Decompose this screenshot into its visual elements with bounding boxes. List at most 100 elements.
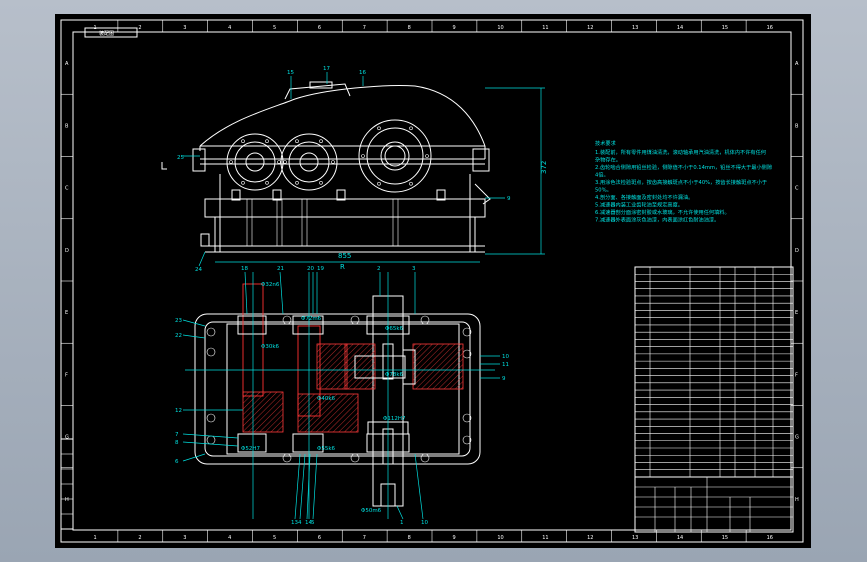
side-strip bbox=[60, 438, 74, 530]
border-number-bottom: 2 bbox=[138, 535, 141, 541]
note-line: 2.齿轮啮合侧隙用铅丝检验，侧隙值不小于0.14mm，铅丝不得大于最小侧隙 bbox=[595, 163, 772, 171]
svg-text:15: 15 bbox=[287, 70, 294, 76]
border-letter-right: B bbox=[795, 123, 799, 129]
front-view: 372 855 R 15 17 16 25 9 24 bbox=[161, 66, 548, 273]
border-number-bottom: 16 bbox=[767, 535, 773, 541]
svg-text:13: 13 bbox=[291, 520, 298, 526]
border-letter-right: D bbox=[795, 248, 799, 254]
border-number-bottom: 4 bbox=[228, 535, 231, 541]
svg-text:14: 14 bbox=[305, 520, 312, 526]
svg-text:10: 10 bbox=[502, 354, 509, 360]
gear-2 bbox=[316, 343, 348, 390]
fit-3: Φ65k6 bbox=[385, 326, 404, 332]
note-line: 6.减速器剖分面涂密封胶或水玻璃，不允许使用任何填料。 bbox=[595, 208, 730, 216]
fit-2: Φ72m6 bbox=[301, 316, 322, 322]
border-number-bottom: 1 bbox=[93, 535, 96, 541]
border-number-bottom: 12 bbox=[587, 535, 593, 541]
border-number-bottom: 3 bbox=[183, 535, 186, 541]
border-letter-left: D bbox=[65, 248, 69, 254]
fit-8: Φ55k6 bbox=[317, 446, 336, 452]
border-letter-right: G bbox=[795, 435, 799, 441]
border-number-bottom: 8 bbox=[408, 535, 411, 541]
border-number-bottom: 6 bbox=[318, 535, 321, 541]
svg-text:4: 4 bbox=[298, 520, 302, 526]
border-number-top: 11 bbox=[542, 25, 548, 31]
svg-text:5: 5 bbox=[311, 520, 315, 526]
border-number-top: 10 bbox=[497, 25, 503, 31]
border-number-top: 14 bbox=[677, 25, 683, 31]
pinion-gear bbox=[242, 391, 284, 433]
border-number-top: 15 bbox=[722, 25, 728, 31]
fit-5: Φ78k6 bbox=[385, 372, 404, 378]
svg-text:20: 20 bbox=[307, 266, 314, 272]
border-letter-left: E bbox=[65, 310, 68, 316]
fit-6: Φ40k6 bbox=[317, 396, 336, 402]
gear-1 bbox=[297, 393, 359, 433]
gear-3 bbox=[412, 343, 464, 390]
svg-text:10: 10 bbox=[421, 520, 428, 526]
top-view: Φ32n6 Φ72m6 Φ65k6 Φ30k6 Φ78k6 Φ40k6 Φ52H… bbox=[175, 266, 509, 526]
svg-text:24: 24 bbox=[195, 267, 202, 273]
border-letter-left: F bbox=[65, 372, 68, 378]
note-line: 5.减速器内装工业齿轮油至规定高度。 bbox=[595, 201, 683, 209]
note-line: 3.用涂色法检验斑点，按齿高接触斑点不小于40%，按齿长接触斑点不小于 bbox=[595, 178, 767, 186]
border-number-bottom: 14 bbox=[677, 535, 683, 541]
border-number-top: 3 bbox=[183, 25, 186, 31]
note-line: 杂物存在。 bbox=[595, 156, 621, 164]
svg-text:12: 12 bbox=[175, 408, 182, 414]
svg-text:9: 9 bbox=[507, 196, 511, 202]
border-number-bottom: 5 bbox=[273, 535, 276, 541]
svg-text:3: 3 bbox=[412, 266, 416, 272]
border-number-bottom: 11 bbox=[542, 535, 548, 541]
border-letter-right: A bbox=[795, 61, 799, 67]
svg-text:1: 1 bbox=[400, 520, 404, 526]
border-zone-ticks bbox=[61, 20, 803, 542]
svg-text:22: 22 bbox=[175, 333, 182, 339]
border-number-top: 12 bbox=[587, 25, 593, 31]
border-letter-left: C bbox=[65, 186, 69, 192]
border-letter-left: H bbox=[65, 497, 69, 503]
border-number-bottom: 7 bbox=[363, 535, 366, 541]
dim-height: 372 bbox=[540, 161, 548, 174]
notes-title: 技术要求 bbox=[595, 139, 617, 147]
dim-radius: R bbox=[340, 263, 345, 271]
border-number-bottom: 13 bbox=[632, 535, 638, 541]
svg-text:25: 25 bbox=[177, 155, 184, 161]
border-letter-left: B bbox=[65, 123, 69, 129]
border-number-top: 8 bbox=[408, 25, 411, 31]
svg-text:19: 19 bbox=[317, 266, 324, 272]
svg-text:11: 11 bbox=[502, 362, 509, 368]
svg-text:2: 2 bbox=[377, 266, 381, 272]
border-number-top: 6 bbox=[318, 25, 321, 31]
title-tab-text: 装配图 bbox=[99, 30, 114, 37]
border-letter-right: H bbox=[795, 497, 799, 503]
svg-text:16: 16 bbox=[359, 70, 366, 76]
note-line: 4倍。 bbox=[595, 171, 609, 179]
parts-list bbox=[634, 266, 794, 533]
border-number-bottom: 15 bbox=[722, 535, 728, 541]
note-line: 1.装配前，所有零件用煤油清洗，滚动轴承用汽油清洗，机体内不许有任何 bbox=[595, 148, 766, 156]
note-line: 7.减速器外表面涂灰色油漆，内表面涂红色耐油油漆。 bbox=[595, 216, 719, 224]
svg-text:9: 9 bbox=[502, 376, 506, 382]
svg-text:18: 18 bbox=[241, 266, 248, 272]
border-letter-left: A bbox=[65, 61, 69, 67]
border-number-top: 13 bbox=[632, 25, 638, 31]
svg-text:7: 7 bbox=[175, 432, 179, 438]
fit-1: Φ32n6 bbox=[261, 282, 280, 288]
title-block bbox=[635, 476, 793, 532]
border-number-bottom: 9 bbox=[452, 535, 455, 541]
border-number-top: 2 bbox=[138, 25, 141, 31]
svg-text:8: 8 bbox=[175, 440, 179, 446]
border-number-top: 5 bbox=[273, 25, 276, 31]
assembly-drawing: 1122334455667788991010111112121313141415… bbox=[60, 19, 804, 543]
note-line: 50%。 bbox=[595, 188, 612, 194]
note-line: 4.剖分面、各接触面及密封处均不许漏油。 bbox=[595, 193, 693, 201]
svg-text:17: 17 bbox=[323, 66, 330, 72]
dim-width: 855 bbox=[338, 252, 351, 260]
svg-text:23: 23 bbox=[175, 318, 182, 324]
border-letter-left: G bbox=[65, 435, 69, 441]
border-letter-right: C bbox=[795, 186, 799, 192]
border-number-top: 16 bbox=[767, 25, 773, 31]
